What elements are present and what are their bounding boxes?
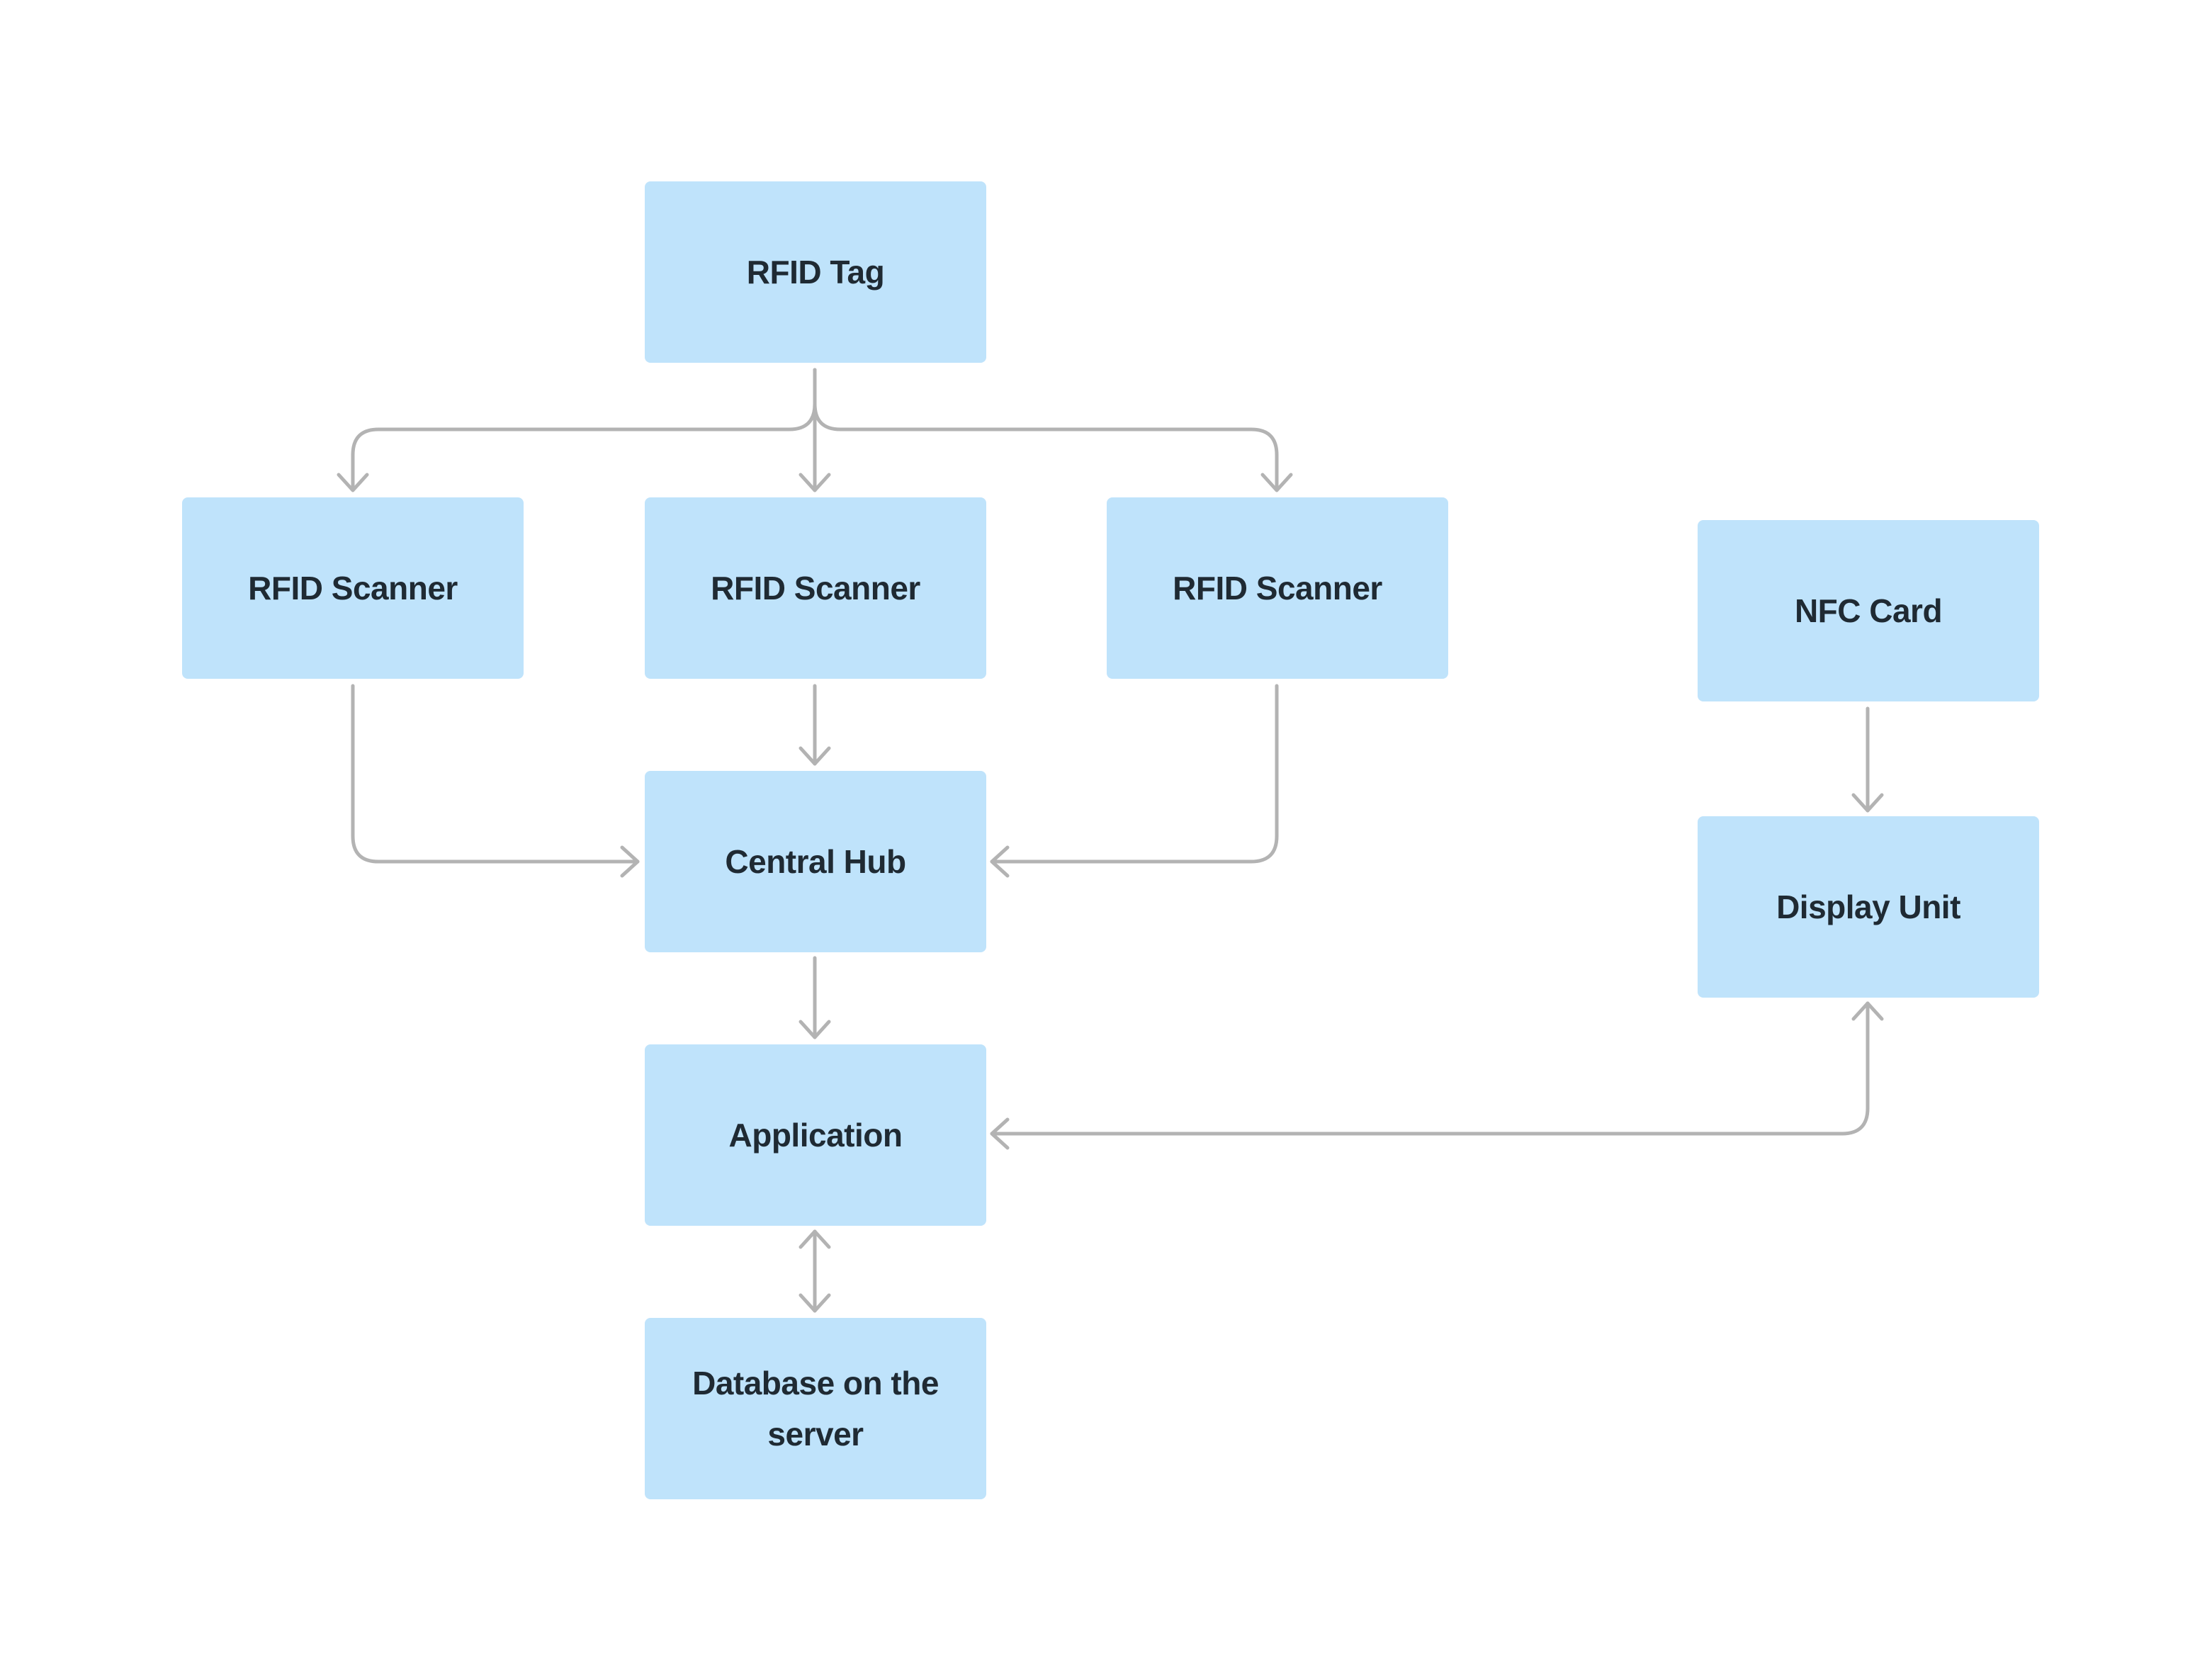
node-rfid-tag: RFID Tag (645, 181, 986, 363)
node-display-unit: Display Unit (1698, 816, 2039, 998)
arrowhead-display-top (1851, 793, 1884, 813)
arrowhead-hub-top (799, 746, 831, 766)
arrowhead-display-bottom (1851, 1001, 1884, 1021)
connector-tag-to-left-scanner (351, 368, 817, 491)
arrowhead-application-top (799, 1020, 831, 1039)
node-rfid-scanner-right: RFID Scanner (1107, 497, 1448, 679)
arrowhead-hub-left (620, 845, 640, 878)
arrowhead-application-right (990, 1117, 1010, 1150)
connector-tag-to-right-scanner (813, 368, 1279, 491)
node-display-unit-label: Display Unit (1776, 889, 1960, 925)
node-application: Application (645, 1044, 986, 1226)
connector-left-scanner-to-hub (351, 684, 640, 864)
node-rfid-scanner-left-label: RFID Scanner (248, 570, 458, 607)
connector-right-scanner-to-hub (990, 684, 1279, 864)
node-rfid-scanner-left: RFID Scanner (182, 497, 524, 679)
arrowhead-application-bottom (799, 1229, 831, 1249)
node-central-hub-label: Central Hub (725, 843, 906, 880)
node-rfid-scanner-right-label: RFID Scanner (1173, 570, 1382, 607)
node-central-hub: Central Hub (645, 771, 986, 952)
node-database: Database on the server (645, 1318, 986, 1499)
node-rfid-tag-label: RFID Tag (746, 254, 885, 291)
arrowhead-database-top (799, 1293, 831, 1313)
node-nfc-card: NFC Card (1698, 520, 2039, 701)
node-database-label: Database on the server (692, 1365, 939, 1453)
connector-display-to-application (990, 1001, 1870, 1136)
arrowhead-right-scanner (1260, 473, 1293, 492)
node-nfc-card-label: NFC Card (1794, 592, 1943, 629)
arrowhead-left-scanner (337, 473, 369, 492)
arrowhead-hub-right (990, 845, 1010, 878)
node-rfid-scanner-center-label: RFID Scanner (711, 570, 920, 607)
node-rfid-scanner-center: RFID Scanner (645, 497, 986, 679)
arrowhead-center-scanner (799, 473, 831, 492)
node-application-label: Application (728, 1117, 903, 1154)
